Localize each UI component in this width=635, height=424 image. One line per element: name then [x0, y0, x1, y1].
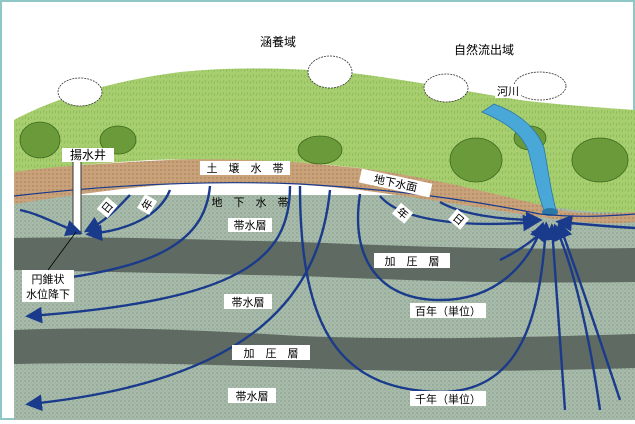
label-discharge-area: 自然流出域: [454, 42, 514, 57]
cone-pointer-line: [47, 231, 77, 271]
label-soil-zone: 土 壌 水 帯: [207, 162, 284, 175]
label-century: 百年（単位）: [415, 304, 481, 318]
label-pumping-well: 揚水井: [70, 148, 106, 162]
label-aquitard-1: 加 圧 層: [385, 255, 440, 268]
label-vadose-zone: 地 下 水 帯: [212, 196, 289, 209]
label-river: 河川: [497, 85, 519, 98]
label-recharge-area: 涵養域: [260, 34, 296, 49]
flow-lines: [19, 185, 635, 412]
label-aquitard-2: 加 圧 層: [244, 347, 299, 360]
pumping-well-label-bg: [62, 148, 114, 162]
label-aquifer-2: 帯水層: [232, 296, 265, 309]
soil-zone-band: [14, 158, 635, 224]
label-cone-line1: 円錐状: [32, 272, 65, 286]
label-cone-line2: 水位降下: [26, 287, 70, 301]
label-aquifer-1: 帯水層: [234, 219, 267, 232]
time-tags: 日 年 年 日: [96, 194, 470, 230]
aquitard-layer-lower: [14, 328, 635, 371]
pumping-well-pipe: [72, 159, 82, 235]
label-millennium: 千年（単位）: [415, 392, 481, 406]
label-aquifer-3: 帯水層: [236, 390, 269, 403]
